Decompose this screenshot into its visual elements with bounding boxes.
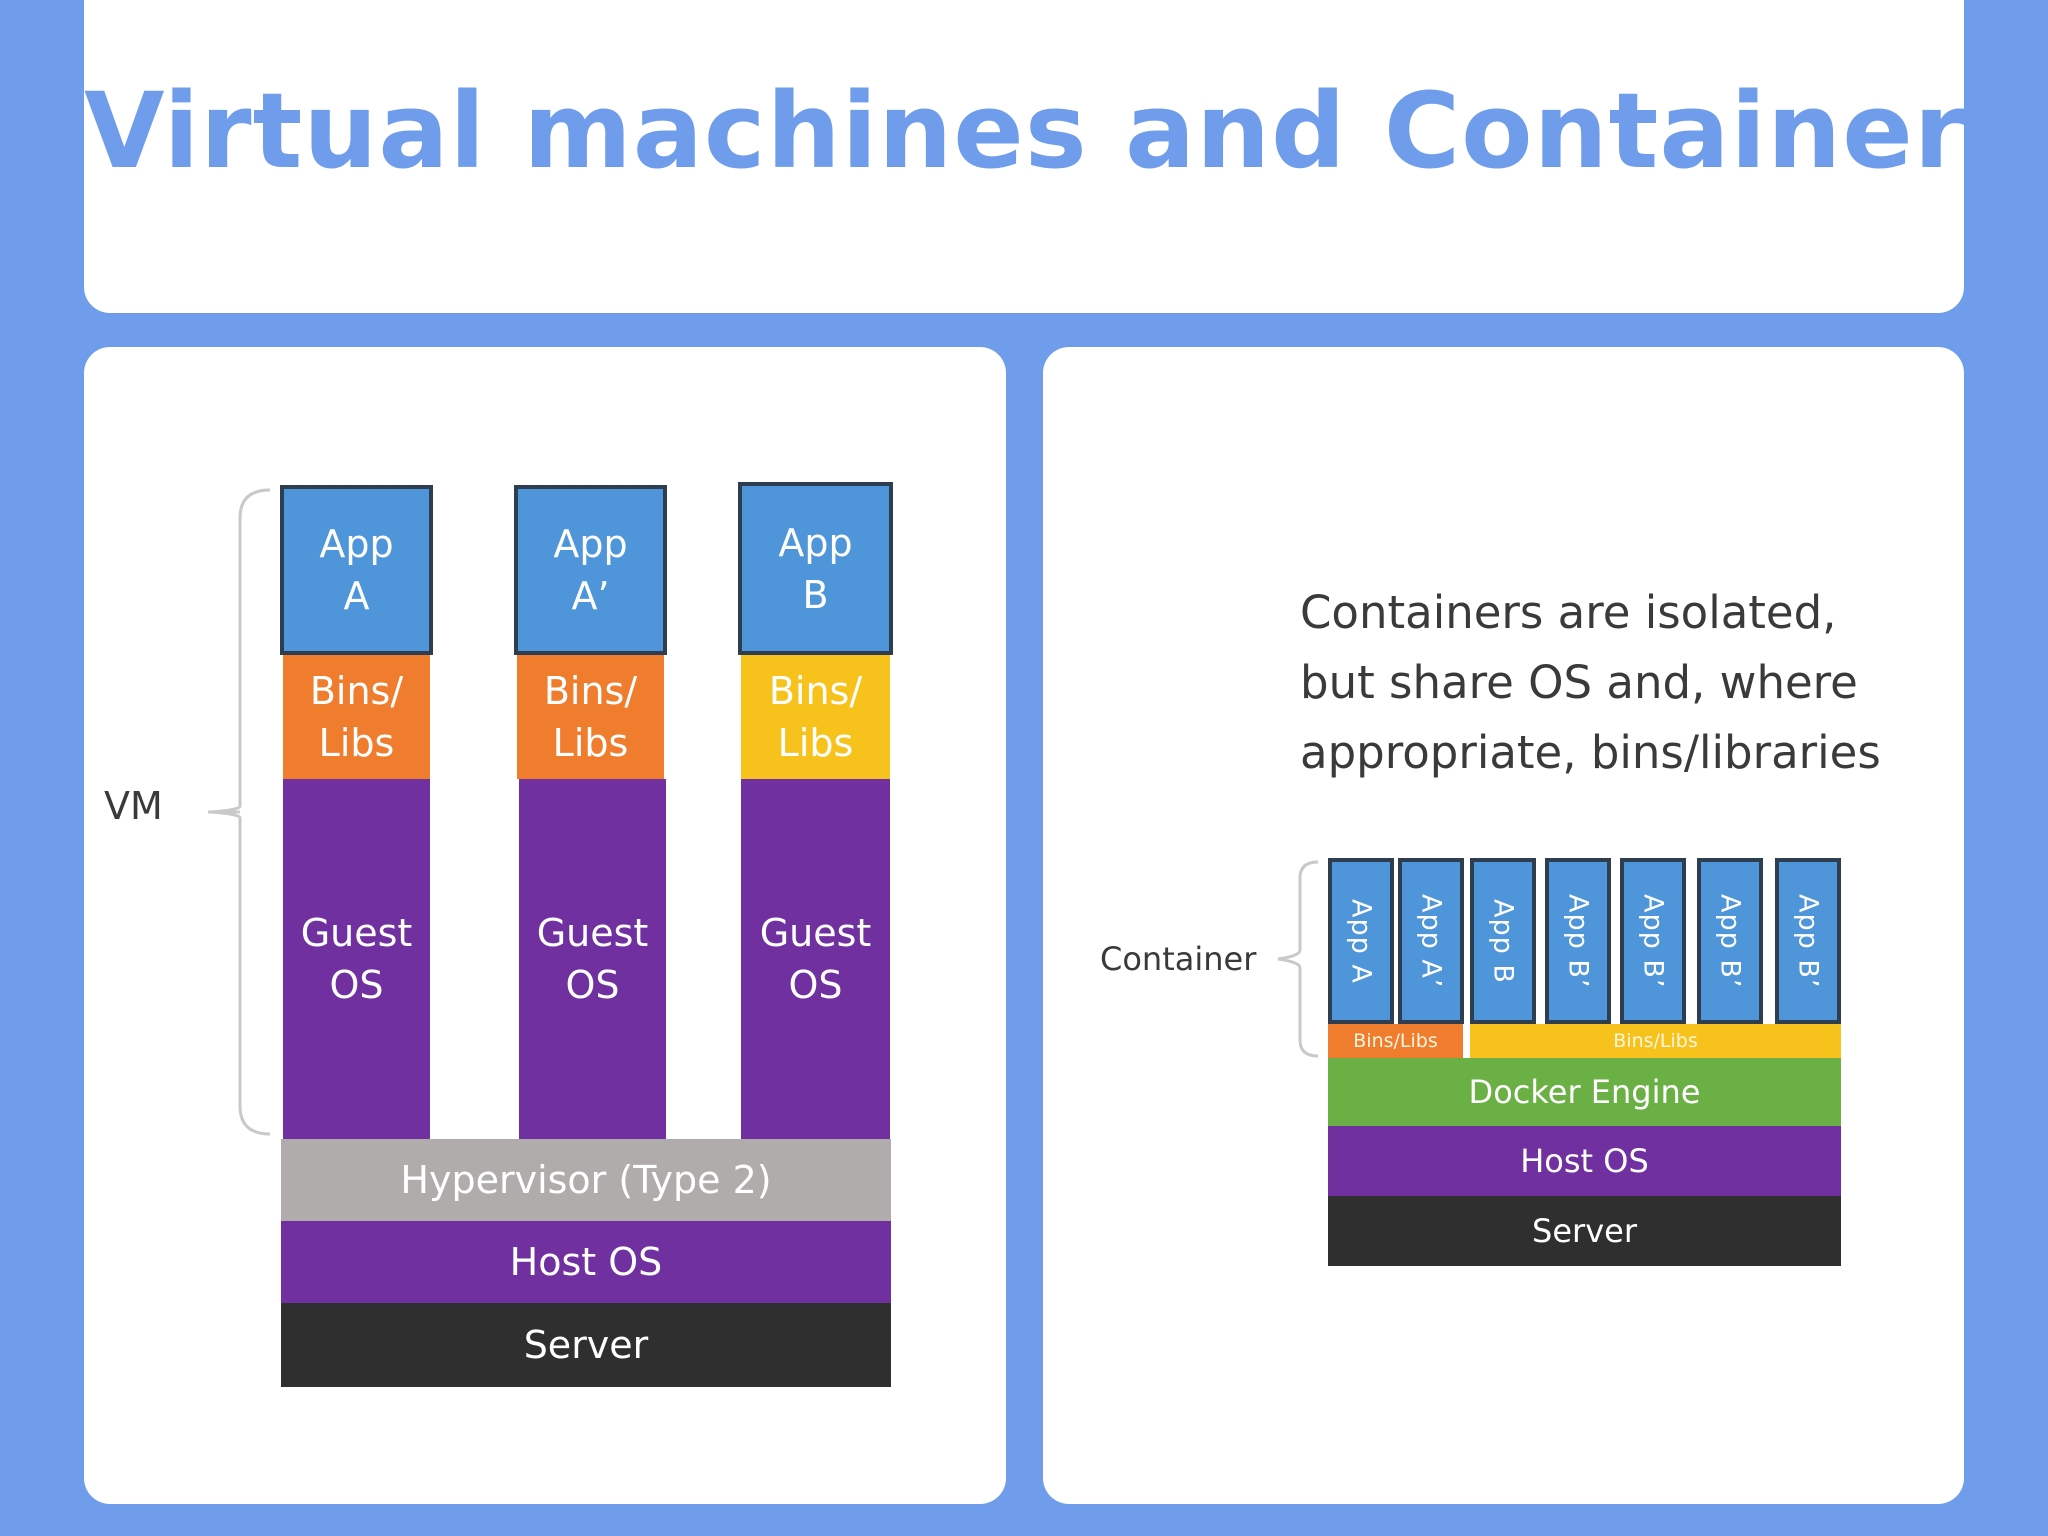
vm-host-os-layer: Host OS [281, 1221, 891, 1303]
description-line: appropriate, bins/libraries [1300, 726, 1881, 779]
vm-app-b-block: App B [738, 482, 893, 655]
description-line: but share OS and, where [1300, 656, 1858, 709]
vm-server-layer: Server [281, 1303, 891, 1387]
vm-brace-label: VM [104, 784, 163, 828]
container-app-block: App A’ [1398, 858, 1464, 1024]
container-app-block: App B’ [1545, 858, 1611, 1024]
title-card: Virtual machines and Containers [84, 0, 2029, 313]
vm-bins-libs-block: Bins/ Libs [517, 655, 664, 779]
container-host-os-layer: Host OS [1328, 1126, 1841, 1196]
container-description: Containers are isolated, but share OS an… [1300, 578, 1940, 788]
vm-brace [208, 488, 271, 1136]
container-server-layer: Server [1328, 1196, 1841, 1266]
vm-guest-os-block: Guest OS [283, 779, 430, 1139]
hypervisor-layer: Hypervisor (Type 2) [281, 1139, 891, 1221]
container-app-block: App B’ [1697, 858, 1763, 1024]
container-brace-label: Container [1100, 940, 1257, 978]
container-app-block: App B [1470, 858, 1536, 1024]
vm-bins-libs-yellow-block: Bins/ Libs [741, 655, 890, 779]
container-app-block: App A [1328, 858, 1394, 1024]
vm-guest-os-block: Guest OS [519, 779, 666, 1139]
container-bins-libs-orange: Bins/Libs [1328, 1024, 1463, 1058]
container-app-block: App B’ [1620, 858, 1686, 1024]
container-app-block: App B’ [1775, 858, 1841, 1024]
description-line: Containers are isolated, [1300, 586, 1837, 639]
docker-engine-layer: Docker Engine [1328, 1058, 1841, 1126]
page-title: Virtual machines and Containers [84, 70, 2029, 192]
vm-app-a-prime-block: App A’ [514, 485, 667, 655]
container-bins-libs-yellow: Bins/Libs [1470, 1024, 1841, 1058]
container-brace [1277, 860, 1319, 1058]
vm-guest-os-block: Guest OS [741, 779, 890, 1139]
vm-app-a-block: App A [280, 485, 433, 655]
vm-bins-libs-block: Bins/ Libs [283, 655, 430, 779]
